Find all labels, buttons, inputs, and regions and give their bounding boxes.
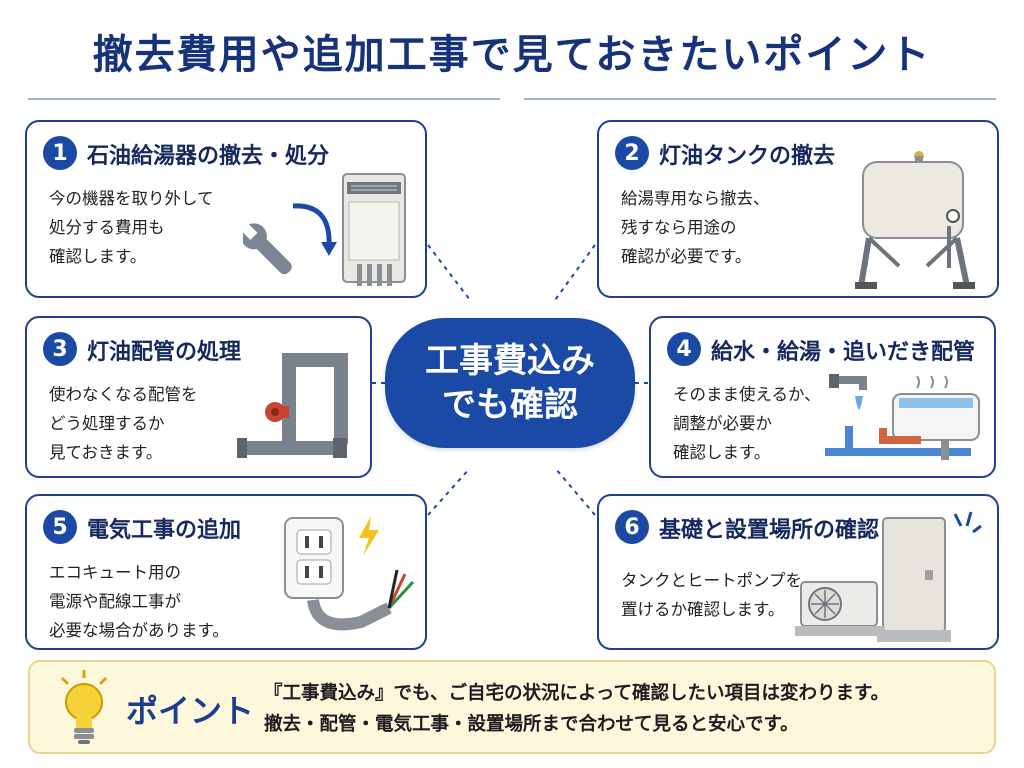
card-number: 5 bbox=[43, 510, 77, 544]
pipe-valve-icon bbox=[237, 353, 348, 458]
kerosene-tank-icon bbox=[855, 151, 975, 289]
card-description: タンクとヒートポンプを 置けるか確認します。 bbox=[621, 571, 803, 619]
center-badge: 工事費込み でも確認 bbox=[385, 318, 635, 448]
heat-pump-tank-icon bbox=[795, 511, 982, 642]
card-title: 給水・給湯・追いだき配管 bbox=[711, 340, 976, 365]
card-description: エコキュート用の 電源や配線工事が 必要な場合があります。 bbox=[49, 563, 229, 640]
connector-6 bbox=[554, 467, 596, 516]
wrench-and-water-heater-icon bbox=[243, 173, 406, 286]
card-foundation-location: 6 基礎と設置場所の確認 タンクとヒートポンプを 置けるか確認します。 bbox=[597, 494, 999, 650]
card-number: 1 bbox=[43, 136, 77, 170]
connector-5 bbox=[427, 467, 471, 516]
card-description: 給湯専用なら撤去、 残すなら用途の 確認が必要です。 bbox=[621, 189, 770, 266]
card-electrical-work: 5 電気工事の追加 エコキュート用の 電源や配線工事が 必要な場合があります。 bbox=[25, 494, 427, 650]
card-water-heater-removal: 1 石油給湯器の撤去・処分 今の機器を取り外して 処分する費用も 確認します。 bbox=[25, 120, 427, 298]
center-line-1: 工事費込み bbox=[425, 341, 595, 381]
connector-1 bbox=[427, 244, 471, 301]
page-title: 撤去費用や追加工事で見ておきたいポイント bbox=[92, 32, 932, 78]
card-title: 灯油配管の処理 bbox=[87, 340, 242, 365]
card-number: 2 bbox=[615, 136, 649, 170]
card-title: 基礎と設置場所の確認 bbox=[659, 518, 880, 543]
point-label: ポイント bbox=[126, 692, 255, 730]
card-title: 石油給湯器の撤去・処分 bbox=[87, 144, 330, 169]
faucet-bathtub-icon bbox=[825, 374, 980, 460]
outlet-cable-icon bbox=[284, 516, 415, 631]
card-water-supply-pipes: 4 給水・給湯・追いだき配管 そのまま使えるか、 調整が必要か 確認します。 bbox=[649, 316, 996, 478]
connector-2 bbox=[554, 244, 596, 301]
title-rule-right bbox=[524, 98, 996, 100]
card-description: 今の機器を取り外して 処分する費用も 確認します。 bbox=[49, 189, 214, 266]
card-oil-pipe-treatment: 3 灯油配管の処理 使わなくなる配管を どう処理するか 見ておきます。 bbox=[25, 316, 372, 478]
card-number: 3 bbox=[43, 332, 77, 366]
point-text: 『工事費込み』でも、ご自宅の状況によって確認したい項目は変わります。 撤去・配管… bbox=[264, 683, 890, 735]
card-description: 使わなくなる配管を どう処理するか 見ておきます。 bbox=[49, 385, 198, 462]
center-line-2: でも確認 bbox=[442, 385, 578, 425]
card-description: そのまま使えるか、 調整が必要か 確認します。 bbox=[673, 385, 821, 462]
lightbulb-icon bbox=[60, 670, 108, 744]
card-kerosene-tank-removal: 2 灯油タンクの撤去 給湯専用なら撤去、 残すなら用途の 確認が必要です。 bbox=[597, 120, 999, 298]
title-rule-left bbox=[28, 98, 500, 100]
card-title: 電気工事の追加 bbox=[87, 518, 242, 543]
card-title: 灯油タンクの撤去 bbox=[659, 144, 836, 169]
card-number: 4 bbox=[667, 332, 701, 366]
card-number: 6 bbox=[615, 510, 649, 544]
point-box: ポイント 『工事費込み』でも、ご自宅の状況によって確認したい項目は変わります。 … bbox=[28, 660, 996, 754]
